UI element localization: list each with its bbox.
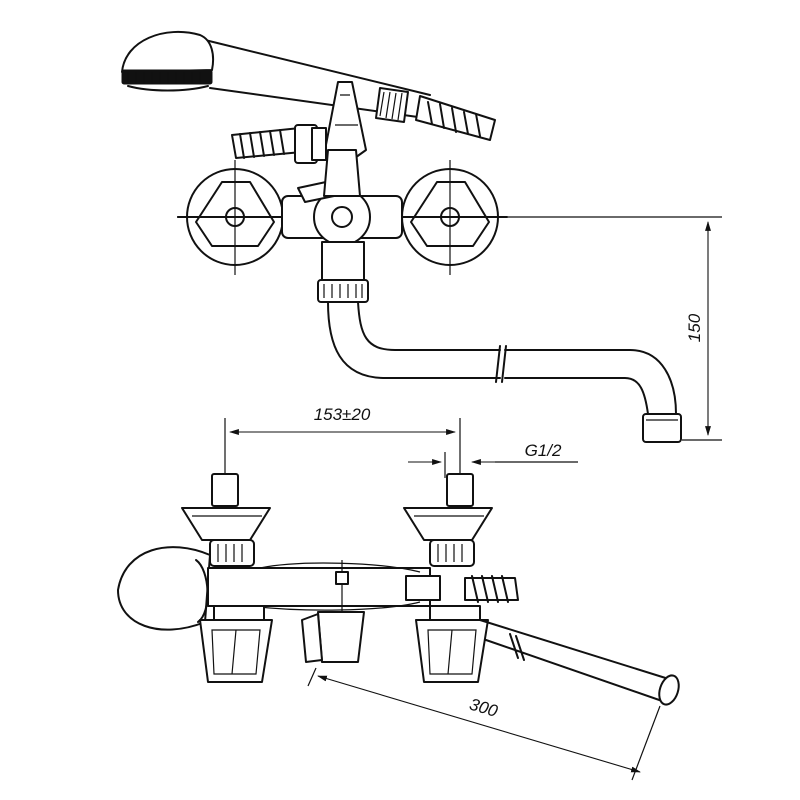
outlet-plan	[301, 611, 365, 663]
height-dimension: 150	[682, 221, 722, 441]
thread-dimension: G1/2	[408, 441, 578, 478]
mixer-body	[281, 149, 403, 303]
spout	[327, 301, 682, 443]
shower-head	[121, 30, 215, 92]
spacing-dimension-label: 153±20	[314, 405, 371, 424]
left-valve	[181, 473, 271, 567]
body-plan	[207, 560, 441, 620]
right-valve	[403, 473, 493, 567]
spout-length-label: 300	[467, 695, 500, 721]
hose-connector-plan	[464, 575, 519, 603]
right-handwheel	[392, 160, 508, 275]
hose-connector	[231, 124, 327, 164]
right-nut	[415, 605, 489, 683]
height-dimension-label: 150	[685, 313, 704, 342]
plan-view: 153±20 G1/2	[117, 405, 680, 781]
spout-plan	[479, 619, 680, 706]
left-nut	[199, 605, 273, 683]
left-handwheel	[177, 160, 293, 275]
shower-head-plan	[117, 546, 211, 631]
spout-length-dimension: 300	[307, 667, 661, 781]
thread-dimension-label: G1/2	[525, 441, 562, 460]
shower-hose	[204, 39, 496, 141]
front-view: 150	[121, 30, 722, 443]
spacing-dimension: 153±20	[224, 405, 461, 478]
